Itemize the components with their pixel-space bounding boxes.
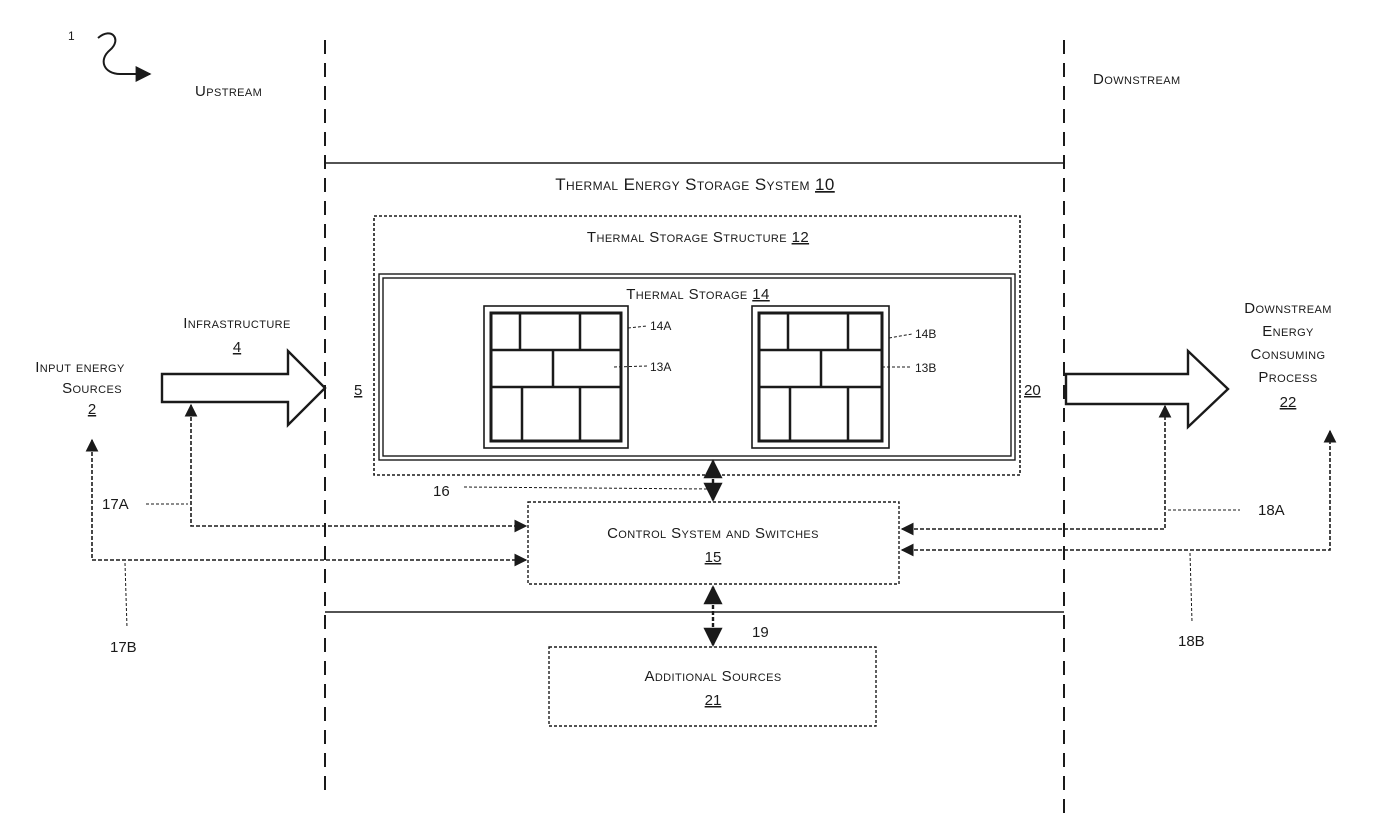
infrastructure-input-arrow — [162, 351, 325, 425]
downstream-process-line2: Energy — [1262, 323, 1314, 340]
leader-14a — [628, 326, 647, 328]
brick-unit-left — [484, 306, 628, 448]
brick-unit-right — [752, 306, 889, 448]
downstream-output-arrow — [1066, 351, 1228, 427]
connector-18b — [902, 431, 1330, 550]
label-14a: 14A — [650, 319, 671, 333]
label-16: 16 — [433, 483, 450, 500]
connector-17b — [92, 440, 526, 560]
control-system-box — [528, 502, 899, 584]
figure-ref: 1 — [68, 29, 75, 43]
connector-17a — [191, 405, 526, 526]
input-sources-line2: Sources — [62, 380, 122, 397]
ref-5: 5 — [354, 382, 362, 399]
input-sources-ref: 2 — [88, 401, 96, 418]
input-sources-line1: Input energy — [35, 359, 125, 376]
additional-sources-title: Additional Sources — [644, 668, 781, 685]
leader-13a — [614, 366, 647, 367]
thermal-storage-structure-box — [374, 216, 1020, 475]
downstream-label: Downstream — [1093, 71, 1181, 88]
connector-18a — [902, 406, 1165, 529]
downstream-process-line1: Downstream — [1244, 300, 1332, 317]
control-system-ref: 15 — [705, 549, 722, 566]
additional-sources-box — [549, 647, 876, 726]
downstream-process-line3: Consuming — [1251, 346, 1326, 363]
label-18a: 18A — [1258, 502, 1285, 519]
figure-squiggle-arrow — [98, 33, 150, 74]
infrastructure-title: Infrastructure — [183, 315, 291, 332]
additional-sources-ref: 21 — [705, 692, 722, 709]
label-19: 19 — [752, 624, 769, 641]
label-17a: 17A — [102, 496, 129, 513]
leader-14b — [889, 334, 912, 338]
upstream-label: Upstream — [195, 83, 262, 100]
label-13a: 13A — [650, 360, 671, 374]
label-14b: 14B — [915, 327, 936, 341]
label-13b: 13B — [915, 361, 936, 375]
control-system-title: Control System and Switches — [607, 525, 819, 542]
infrastructure-ref: 4 — [233, 339, 241, 356]
downstream-process-line4: Process — [1258, 369, 1317, 386]
leader-16 — [464, 487, 710, 489]
label-17b: 17B — [110, 639, 137, 656]
downstream-process-ref: 22 — [1280, 394, 1297, 411]
thermal-storage-structure-title: Thermal Storage Structure 12 — [587, 229, 809, 246]
tes-system-title: Thermal Energy Storage System 10 — [555, 175, 835, 194]
thermal-storage-title: Thermal Storage 14 — [626, 286, 770, 303]
leader-18b — [1190, 553, 1192, 622]
label-18b: 18B — [1178, 633, 1205, 650]
leader-17b — [125, 563, 127, 628]
ref-20: 20 — [1024, 382, 1041, 399]
